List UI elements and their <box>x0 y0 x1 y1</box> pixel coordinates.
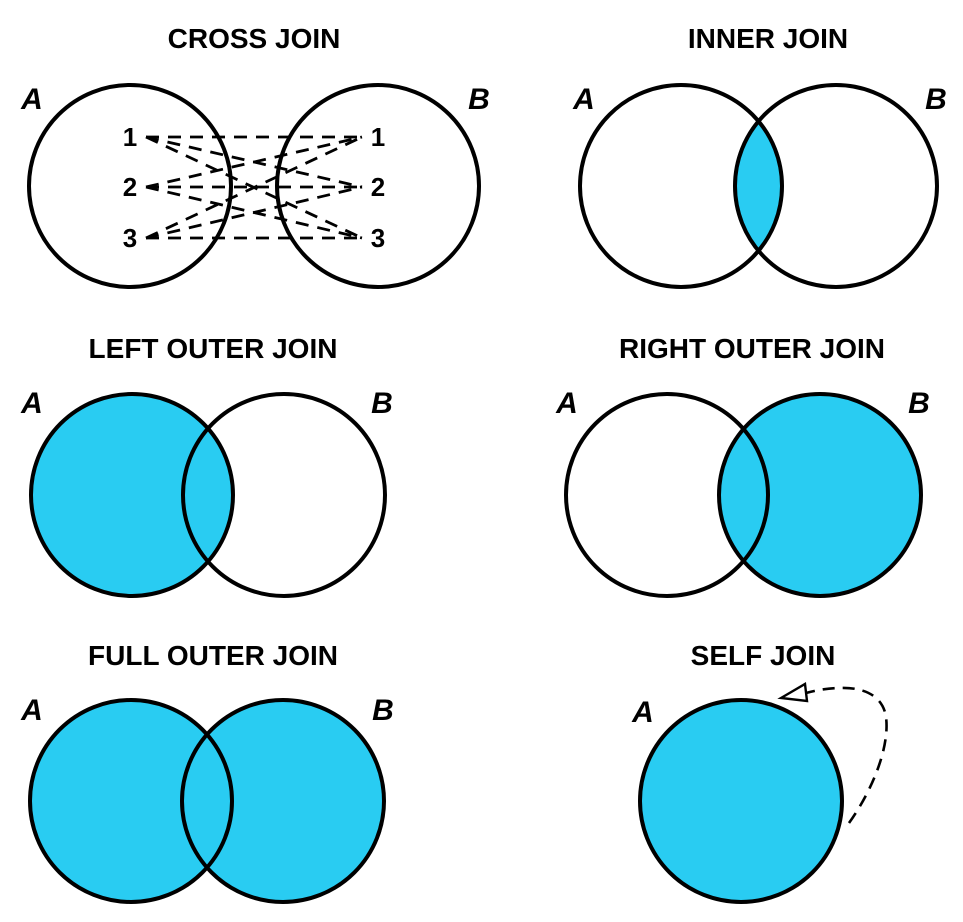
circle-a-fill <box>640 700 842 902</box>
panel-cross-join: CROSS JOIN A B 1 2 3 1 2 3 <box>20 23 490 289</box>
circle-b-fill <box>182 700 384 902</box>
venn-circle-b <box>275 83 481 289</box>
set-label-b: B <box>908 387 930 420</box>
venn-circle-a <box>578 83 784 289</box>
set-label-b: B <box>372 694 394 727</box>
loop-arrow-curve <box>805 686 888 824</box>
panel-left-outer-join: LEFT OUTER JOIN A B <box>20 333 393 598</box>
venn-circle-b <box>181 392 387 598</box>
venn-circle-b <box>733 83 939 289</box>
self-join-arrow <box>777 682 888 824</box>
set-label-a: A <box>555 387 578 420</box>
venn-circle-b <box>717 392 923 598</box>
intersection-fill <box>734 121 783 251</box>
link-line <box>145 135 363 240</box>
set-label-a: A <box>572 83 595 116</box>
set-label-a: A <box>20 694 43 727</box>
set-label-a: A <box>20 387 43 420</box>
arrowhead-icon <box>777 682 809 703</box>
link-line <box>145 135 363 189</box>
venn-circle-a <box>638 698 844 904</box>
row-number-left: 1 <box>123 122 137 152</box>
cross-join-link-lines <box>145 135 363 240</box>
set-label-b: B <box>371 387 393 420</box>
panel-title: RIGHT OUTER JOIN <box>619 333 885 364</box>
row-number-right: 3 <box>371 223 385 253</box>
venn-circle-a <box>28 698 234 904</box>
panel-title: LEFT OUTER JOIN <box>89 333 338 364</box>
row-number-right: 2 <box>371 172 385 202</box>
panel-title: FULL OUTER JOIN <box>88 640 338 671</box>
venn-circle-a <box>564 392 770 598</box>
row-number-left: 2 <box>123 172 137 202</box>
circle-a-fill <box>30 700 232 902</box>
venn-circle-b <box>180 698 386 904</box>
set-label-b: B <box>925 83 947 116</box>
panel-self-join: SELF JOIN A <box>631 640 888 904</box>
row-number-right: 1 <box>371 122 385 152</box>
set-label-b: B <box>468 83 490 116</box>
circle-b-fill <box>719 394 921 596</box>
set-label-a: A <box>631 696 654 729</box>
link-line <box>145 185 363 240</box>
row-number-left: 3 <box>123 223 137 253</box>
set-label-a: A <box>20 83 43 116</box>
panel-right-outer-join: RIGHT OUTER JOIN A B <box>555 333 930 598</box>
panel-title: SELF JOIN <box>691 640 836 671</box>
panel-title: INNER JOIN <box>688 23 848 54</box>
panel-title: CROSS JOIN <box>168 23 341 54</box>
circle-a-fill <box>31 394 233 596</box>
panel-full-outer-join: FULL OUTER JOIN A B <box>20 640 394 904</box>
venn-circle-a <box>27 83 233 289</box>
panel-inner-join: INNER JOIN A B <box>572 23 947 289</box>
venn-circle-a <box>29 392 235 598</box>
